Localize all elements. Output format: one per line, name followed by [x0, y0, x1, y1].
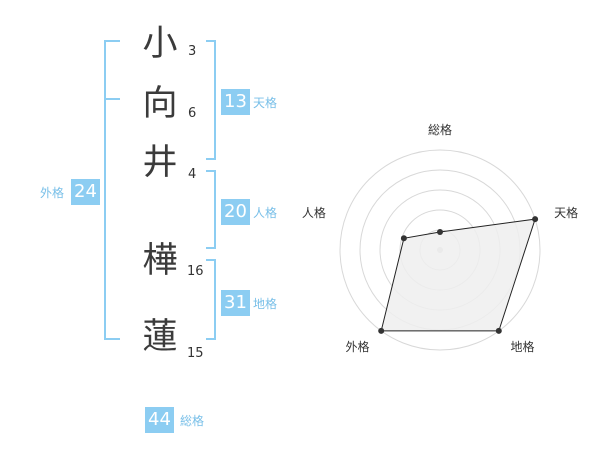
gaikaku-bracket: [104, 40, 120, 340]
kanji-2: 向: [142, 84, 178, 124]
radar-point-5: [400, 235, 407, 242]
stroke-count-1: 3: [188, 44, 197, 59]
gaikaku-label: 外格: [40, 186, 65, 200]
soukaku-label: 総格: [180, 414, 205, 428]
jinkaku-label: 人格: [253, 206, 278, 220]
chikaku-bracket: [206, 259, 216, 340]
stroke-count-3: 4: [188, 167, 197, 182]
radar-axis-label-3: 地格: [511, 339, 535, 354]
gaikaku-value-badge: 24: [71, 179, 100, 205]
radar-point-2: [532, 216, 539, 223]
radar-point-1: [437, 229, 443, 235]
stroke-count-4: 16: [187, 264, 204, 279]
radar-series-area: [380, 218, 536, 332]
soukaku-value-badge: 44: [145, 407, 174, 433]
kanji-4: 樺: [142, 241, 178, 281]
tenkaku-bracket: [206, 40, 216, 160]
stroke-count-2: 6: [188, 106, 197, 121]
radar-point-4: [378, 327, 385, 334]
chikaku-value-badge: 31: [221, 290, 250, 316]
radar-point-3: [495, 327, 502, 334]
radar-axis-label-4: 外格: [345, 339, 369, 354]
tenkaku-label: 天格: [253, 96, 278, 110]
jinkaku-bracket: [206, 170, 216, 249]
radar-axis-label-1: 総格: [428, 122, 452, 137]
kanji-1: 小: [142, 24, 178, 64]
radar-axis-label-2: 天格: [554, 205, 578, 220]
tenkaku-value-badge: 13: [221, 89, 250, 115]
radar-grid-ring: [339, 149, 541, 351]
kanji-5: 蓮: [142, 317, 178, 357]
stroke-count-5: 15: [187, 346, 204, 361]
jinkaku-value-badge: 20: [221, 199, 250, 225]
fortune-radar-chart: 総格天格地格 外格 人格: [300, 100, 600, 400]
kanji-3: 井: [142, 143, 178, 183]
gaikaku-bracket-tick: [104, 98, 120, 100]
chikaku-label: 地格: [253, 297, 278, 311]
radar-axis-label-5: 人格: [302, 205, 326, 220]
